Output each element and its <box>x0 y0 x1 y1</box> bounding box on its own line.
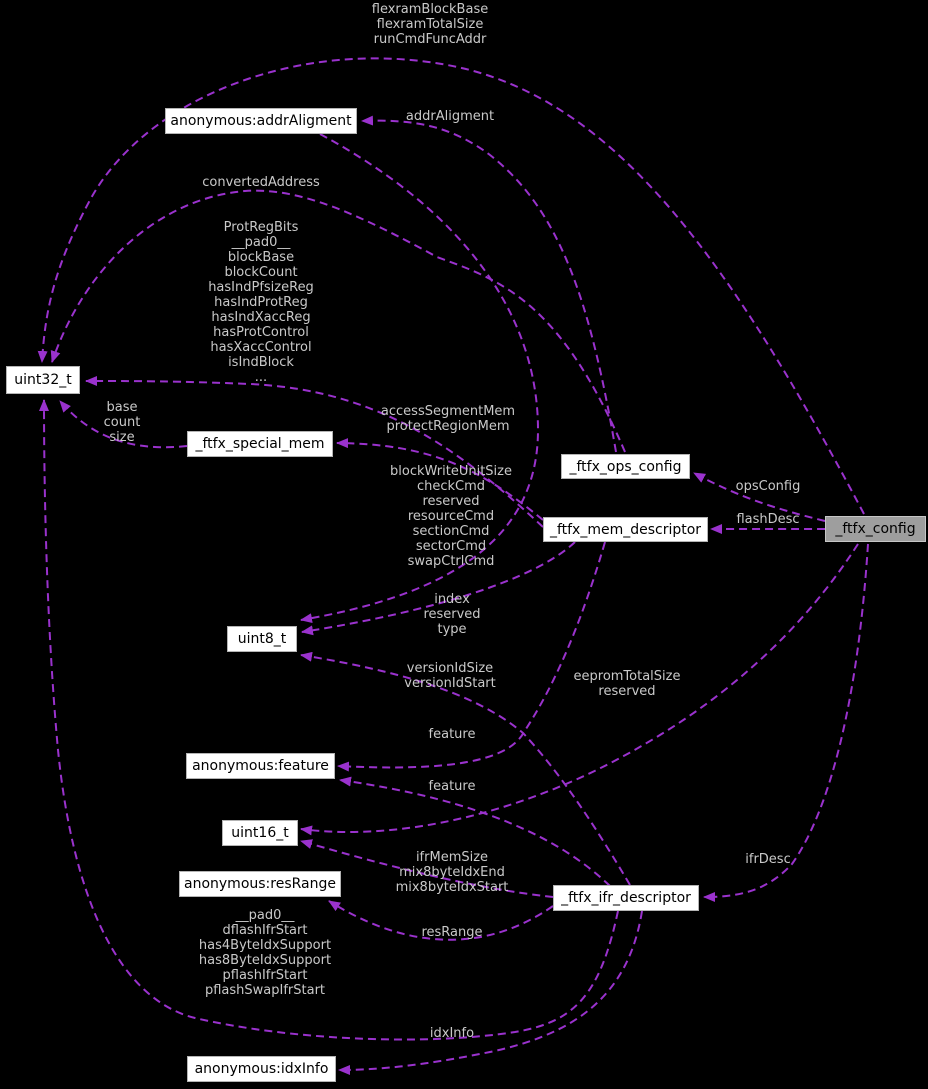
member-edge-10 <box>301 541 576 636</box>
member-edge-14 <box>339 776 611 887</box>
member-edge-2 <box>50 189 626 453</box>
member-edge-18 <box>338 910 643 1075</box>
member-edge-12 <box>300 543 859 836</box>
member-edge-5 <box>336 438 544 521</box>
member-edge-6 <box>300 133 540 624</box>
node-special-mem[interactable]: _ftfx_special_mem <box>187 431 333 457</box>
member-edge-1 <box>361 115 617 453</box>
node-ftfx-config[interactable]: _ftfx_config <box>825 516 926 542</box>
node-idx-info[interactable]: anonymous:idxInfo <box>187 1056 336 1082</box>
member-edge-9 <box>703 543 869 902</box>
member-edge-11 <box>300 651 631 886</box>
node-uint32-t[interactable]: uint32_t <box>6 366 80 394</box>
node-uint8-t[interactable]: uint8_t <box>227 626 297 652</box>
member-edge-16 <box>328 900 554 941</box>
node-uint16-t[interactable]: uint16_t <box>222 820 298 846</box>
member-edge-7 <box>693 472 826 522</box>
member-edge-13 <box>337 541 606 772</box>
member-edge-15 <box>300 839 554 898</box>
node-ifr-descriptor[interactable]: _ftfx_ifr_descriptor <box>553 885 699 911</box>
member-edge-4 <box>59 400 188 449</box>
node-feature[interactable]: anonymous:feature <box>186 753 335 779</box>
node-ops-config[interactable]: _ftfx_ops_config <box>561 454 690 479</box>
node-addr-aligment[interactable]: anonymous:addrAligment <box>165 108 357 134</box>
member-edge-17 <box>39 399 619 1041</box>
node-mem-descriptor[interactable]: _ftfx_mem_descriptor <box>543 517 708 542</box>
member-edge-3 <box>85 376 544 528</box>
node-res-range[interactable]: anonymous:resRange <box>179 871 341 897</box>
